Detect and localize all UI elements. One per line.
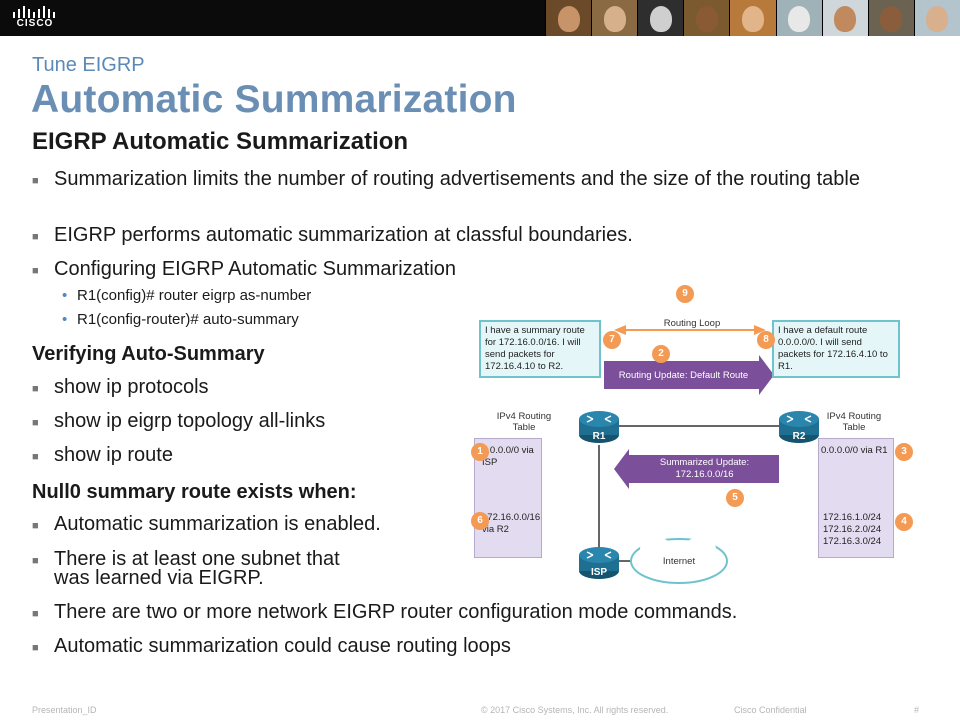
step-badge-2: 2: [652, 345, 670, 363]
cisco-logo: CISCO: [10, 4, 60, 32]
step-badge-1: 1: [471, 443, 489, 461]
internet-label: Internet: [662, 556, 696, 567]
bullet-item: ■ Automatic summarization is enabled.: [32, 513, 381, 535]
square-bullet-icon: ■: [32, 175, 39, 187]
step-badge-9: 9: [676, 285, 694, 303]
sub-bullet-item: • R1(config)# router eigrp as-number: [62, 287, 312, 304]
section-heading-null0: Null0 summary route exists when:: [32, 481, 357, 503]
r2-entry-subnets: 172.16.1.0/24 172.16.2.0/24 172.16.3.0/2…: [823, 512, 882, 547]
r1-entry-summary: 172.16.0.0/16 via R2: [482, 512, 541, 535]
footer-presentation-id: Presentation_ID: [32, 705, 97, 715]
slide-subtitle: Tune EIGRP: [32, 54, 145, 76]
photo: [729, 0, 776, 36]
step-badge-7: 7: [603, 331, 621, 349]
photo: [913, 0, 960, 36]
diagram-graphics: [579, 325, 819, 584]
square-bullet-icon: ■: [32, 520, 39, 532]
r1-entry-default: 0.0.0.0/0 via ISP: [482, 445, 534, 468]
bullet-item: ■ show ip route: [32, 444, 173, 466]
summarized-update-label: Summarized Update: 172.16.0.0/16: [659, 457, 750, 480]
routing-table-r1: 0.0.0.0/0 via ISP 172.16.0.0/16 via R2: [474, 438, 542, 558]
section-heading-verify: Verifying Auto-Summary: [32, 343, 265, 365]
default-route-update-label: Routing Update: Default Route: [618, 370, 749, 381]
bullet-item: ■ There is at least one subnet that was …: [32, 548, 340, 589]
photo: [867, 0, 914, 36]
router-isp-label: ISP: [590, 567, 608, 578]
photo-strip: [545, 0, 960, 36]
router-r1-label: R1: [592, 431, 606, 442]
footer-copyright: © 2017 Cisco Systems, Inc. All rights re…: [481, 705, 669, 715]
r2-entry-default: 0.0.0.0/0 via R1: [821, 445, 888, 456]
square-bullet-icon: ■: [32, 417, 39, 429]
bullet-item: ■ Summarization limits the number of rou…: [32, 168, 860, 190]
bullet-item: ■ Automatic summarization could cause ro…: [32, 635, 511, 657]
footer-page-number: #: [914, 705, 920, 715]
step-badge-6: 6: [471, 512, 489, 530]
header-banner: CISCO: [0, 0, 960, 36]
dot-bullet-icon: •: [62, 311, 68, 328]
photo: [821, 0, 868, 36]
router-r2-label: R2: [792, 431, 806, 442]
photo: [545, 0, 592, 36]
bullet-item: ■ show ip eigrp topology all-links: [32, 410, 326, 432]
logo-text: CISCO: [16, 18, 54, 29]
step-badge-3: 3: [895, 443, 913, 461]
square-bullet-icon: ■: [32, 231, 39, 243]
sub-bullet-item: • R1(config-router)# auto-summary: [62, 311, 299, 328]
bullet-item: ■ Configuring EIGRP Automatic Summarizat…: [32, 258, 457, 280]
photo: [683, 0, 730, 36]
bullet-item: ■ There are two or more network EIGRP ro…: [32, 601, 738, 623]
step-badge-8: 8: [757, 331, 775, 349]
square-bullet-icon: ■: [32, 608, 39, 620]
routing-table-title-left: IPv4 Routing Table: [496, 411, 552, 433]
bullet-item: ■ EIGRP performs automatic summarization…: [32, 224, 633, 246]
callout-r1: I have a summary route for 172.16.0.0/16…: [479, 320, 601, 378]
routing-table-r2: 0.0.0.0/0 via R1 172.16.1.0/24 172.16.2.…: [818, 438, 894, 558]
eigrp-topology-diagram: Routing Loop I have a summary route for …: [471, 283, 934, 595]
step-badge-5: 5: [726, 489, 744, 507]
slide-title: Automatic Summarization: [31, 78, 517, 121]
bullet-item: ■ show ip protocols: [32, 376, 209, 398]
square-bullet-icon: ■: [32, 265, 39, 277]
photo: [591, 0, 638, 36]
cisco-bars-icon: [13, 6, 55, 18]
routing-table-title-right: IPv4 Routing Table: [826, 411, 882, 433]
photo: [775, 0, 822, 36]
section-heading-auto-summarization: EIGRP Automatic Summarization: [32, 128, 409, 155]
routing-loop-label: Routing Loop: [663, 318, 721, 329]
photo: [637, 0, 684, 36]
square-bullet-icon: ■: [32, 451, 39, 463]
callout-r2: I have a default route 0.0.0.0/0. I will…: [772, 320, 900, 378]
square-bullet-icon: ■: [32, 383, 39, 395]
square-bullet-icon: ■: [32, 642, 39, 654]
step-badge-4: 4: [895, 513, 913, 531]
dot-bullet-icon: •: [62, 287, 68, 304]
square-bullet-icon: ■: [32, 555, 39, 567]
footer-confidential: Cisco Confidential: [734, 705, 807, 715]
